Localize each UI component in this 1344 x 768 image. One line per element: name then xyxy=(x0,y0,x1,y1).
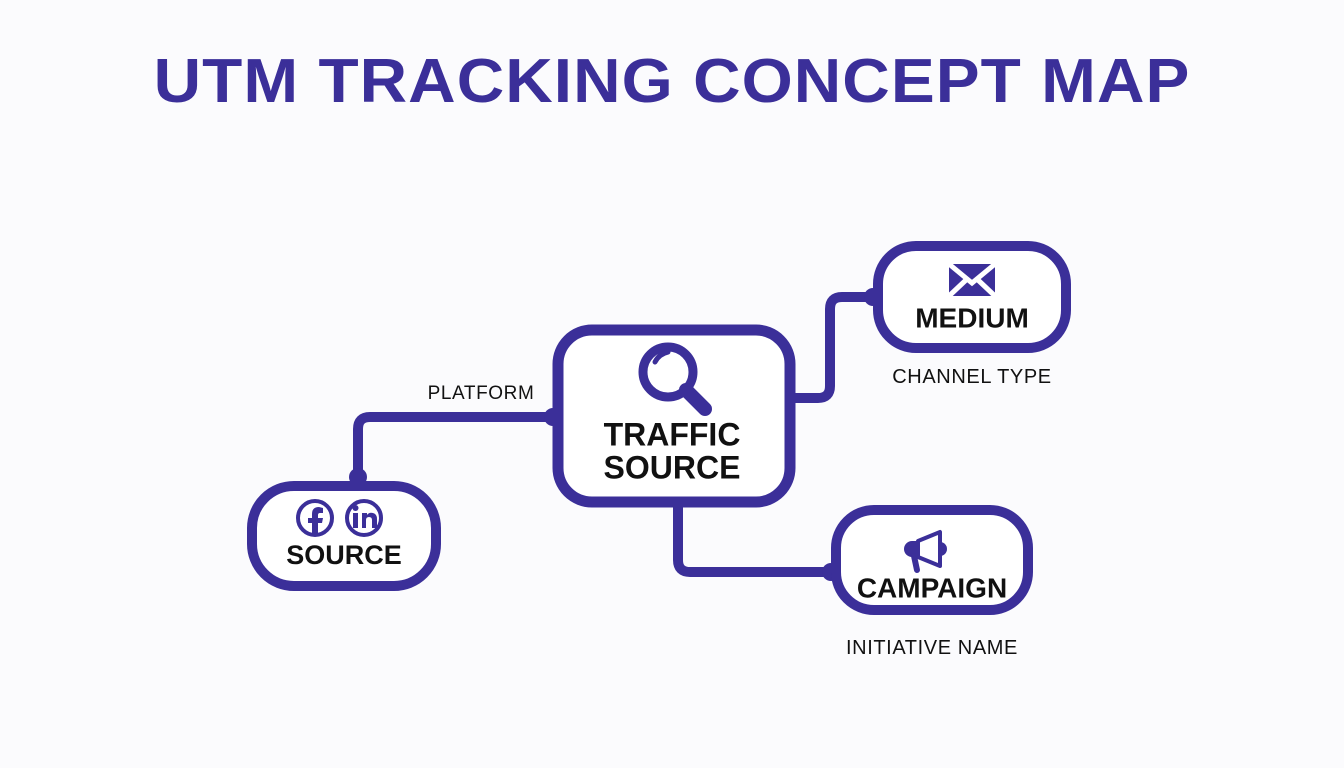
node-traffic-source-label-line1: TRAFFIC xyxy=(604,416,741,452)
node-source-box[interactable] xyxy=(247,481,441,591)
node-campaign[interactable]: CAMPAIGN xyxy=(831,505,1033,615)
node-traffic-source[interactable]: TRAFFIC SOURCE xyxy=(552,324,796,508)
edge-label-platform: PLATFORM xyxy=(428,383,535,404)
node-source[interactable]: SOURCE xyxy=(247,481,441,591)
envelope-icon xyxy=(947,262,997,298)
facebook-icon xyxy=(296,499,334,537)
node-campaign-label: CAMPAIGN xyxy=(857,572,1007,603)
node-medium[interactable]: MEDIUM xyxy=(873,241,1071,353)
connector-traffic-source-to-source xyxy=(353,412,556,481)
node-source-label: SOURCE xyxy=(286,540,402,570)
node-traffic-source-box[interactable] xyxy=(552,324,796,508)
magnifier-icon xyxy=(638,342,712,416)
connector-traffic-source-to-campaign xyxy=(673,502,835,577)
node-medium-box[interactable] xyxy=(873,241,1071,353)
node-medium-sub-label: CHANNEL TYPE xyxy=(892,366,1051,388)
connector-traffic-source-to-medium xyxy=(790,292,877,403)
node-campaign-sub-label: INITIATIVE NAME xyxy=(846,637,1018,659)
linkedin-icon xyxy=(345,499,383,537)
page-title: UTM TRACKING CONCEPT MAP xyxy=(153,47,1191,116)
node-campaign-box[interactable] xyxy=(831,505,1033,615)
node-traffic-source-label-line2: SOURCE xyxy=(604,449,741,485)
megaphone-icon xyxy=(904,530,947,573)
node-medium-label: MEDIUM xyxy=(915,302,1029,333)
